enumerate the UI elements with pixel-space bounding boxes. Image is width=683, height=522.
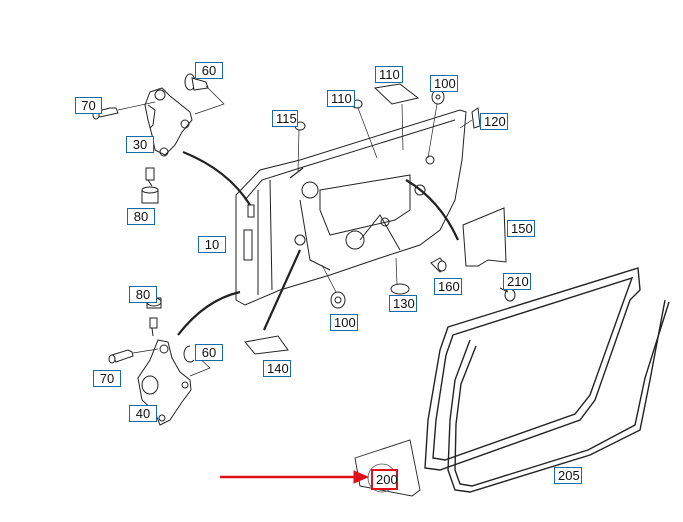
- assembly-arrows: [177, 150, 460, 336]
- bolt-and-nut-80-upper: [141, 167, 159, 204]
- callout-60-upper[interactable]: 60: [195, 62, 223, 79]
- grommet-130: [390, 257, 410, 295]
- bolt-60-upper: [184, 73, 225, 115]
- callout-120[interactable]: 120: [480, 113, 508, 130]
- callout-80-upper[interactable]: 80: [127, 208, 155, 225]
- callout-150[interactable]: 150: [507, 220, 535, 237]
- callout-130[interactable]: 130: [389, 295, 417, 312]
- callout-30[interactable]: 30: [126, 136, 154, 153]
- callout-110-sheet[interactable]: 110: [375, 66, 403, 83]
- callout-80-lower[interactable]: 80: [129, 286, 157, 303]
- weatherstrip-205: [424, 267, 670, 493]
- callout-160[interactable]: 160: [434, 278, 462, 295]
- lower-hinge: [137, 339, 192, 426]
- callout-60-lower[interactable]: 60: [195, 344, 223, 361]
- callout-100-upper[interactable]: 100: [430, 75, 458, 92]
- callout-210[interactable]: 210: [503, 273, 531, 290]
- callout-10[interactable]: 10: [198, 236, 226, 253]
- callout-205[interactable]: 205: [554, 467, 582, 484]
- callout-115[interactable]: 115: [272, 110, 298, 127]
- callout-200-highlighted[interactable]: 200: [371, 469, 398, 490]
- sheet-110: [373, 83, 420, 151]
- callout-140[interactable]: 140: [263, 360, 291, 377]
- upper-hinge: [144, 87, 193, 157]
- callout-40[interactable]: 40: [129, 405, 157, 422]
- callout-70-upper[interactable]: 70: [75, 97, 102, 114]
- pin-70-lower: [108, 348, 159, 364]
- callout-110-grommet[interactable]: 110: [327, 90, 355, 107]
- sheet-140: [244, 335, 289, 355]
- plug-160: [430, 257, 447, 273]
- door-inner-panel: [235, 109, 467, 306]
- callout-70-lower[interactable]: 70: [93, 370, 121, 387]
- plug-100-lower: [321, 264, 346, 309]
- bolt-and-nut-80-lower: [146, 297, 162, 337]
- sheet-150: [462, 207, 507, 267]
- callout-100-lower[interactable]: 100: [330, 314, 358, 331]
